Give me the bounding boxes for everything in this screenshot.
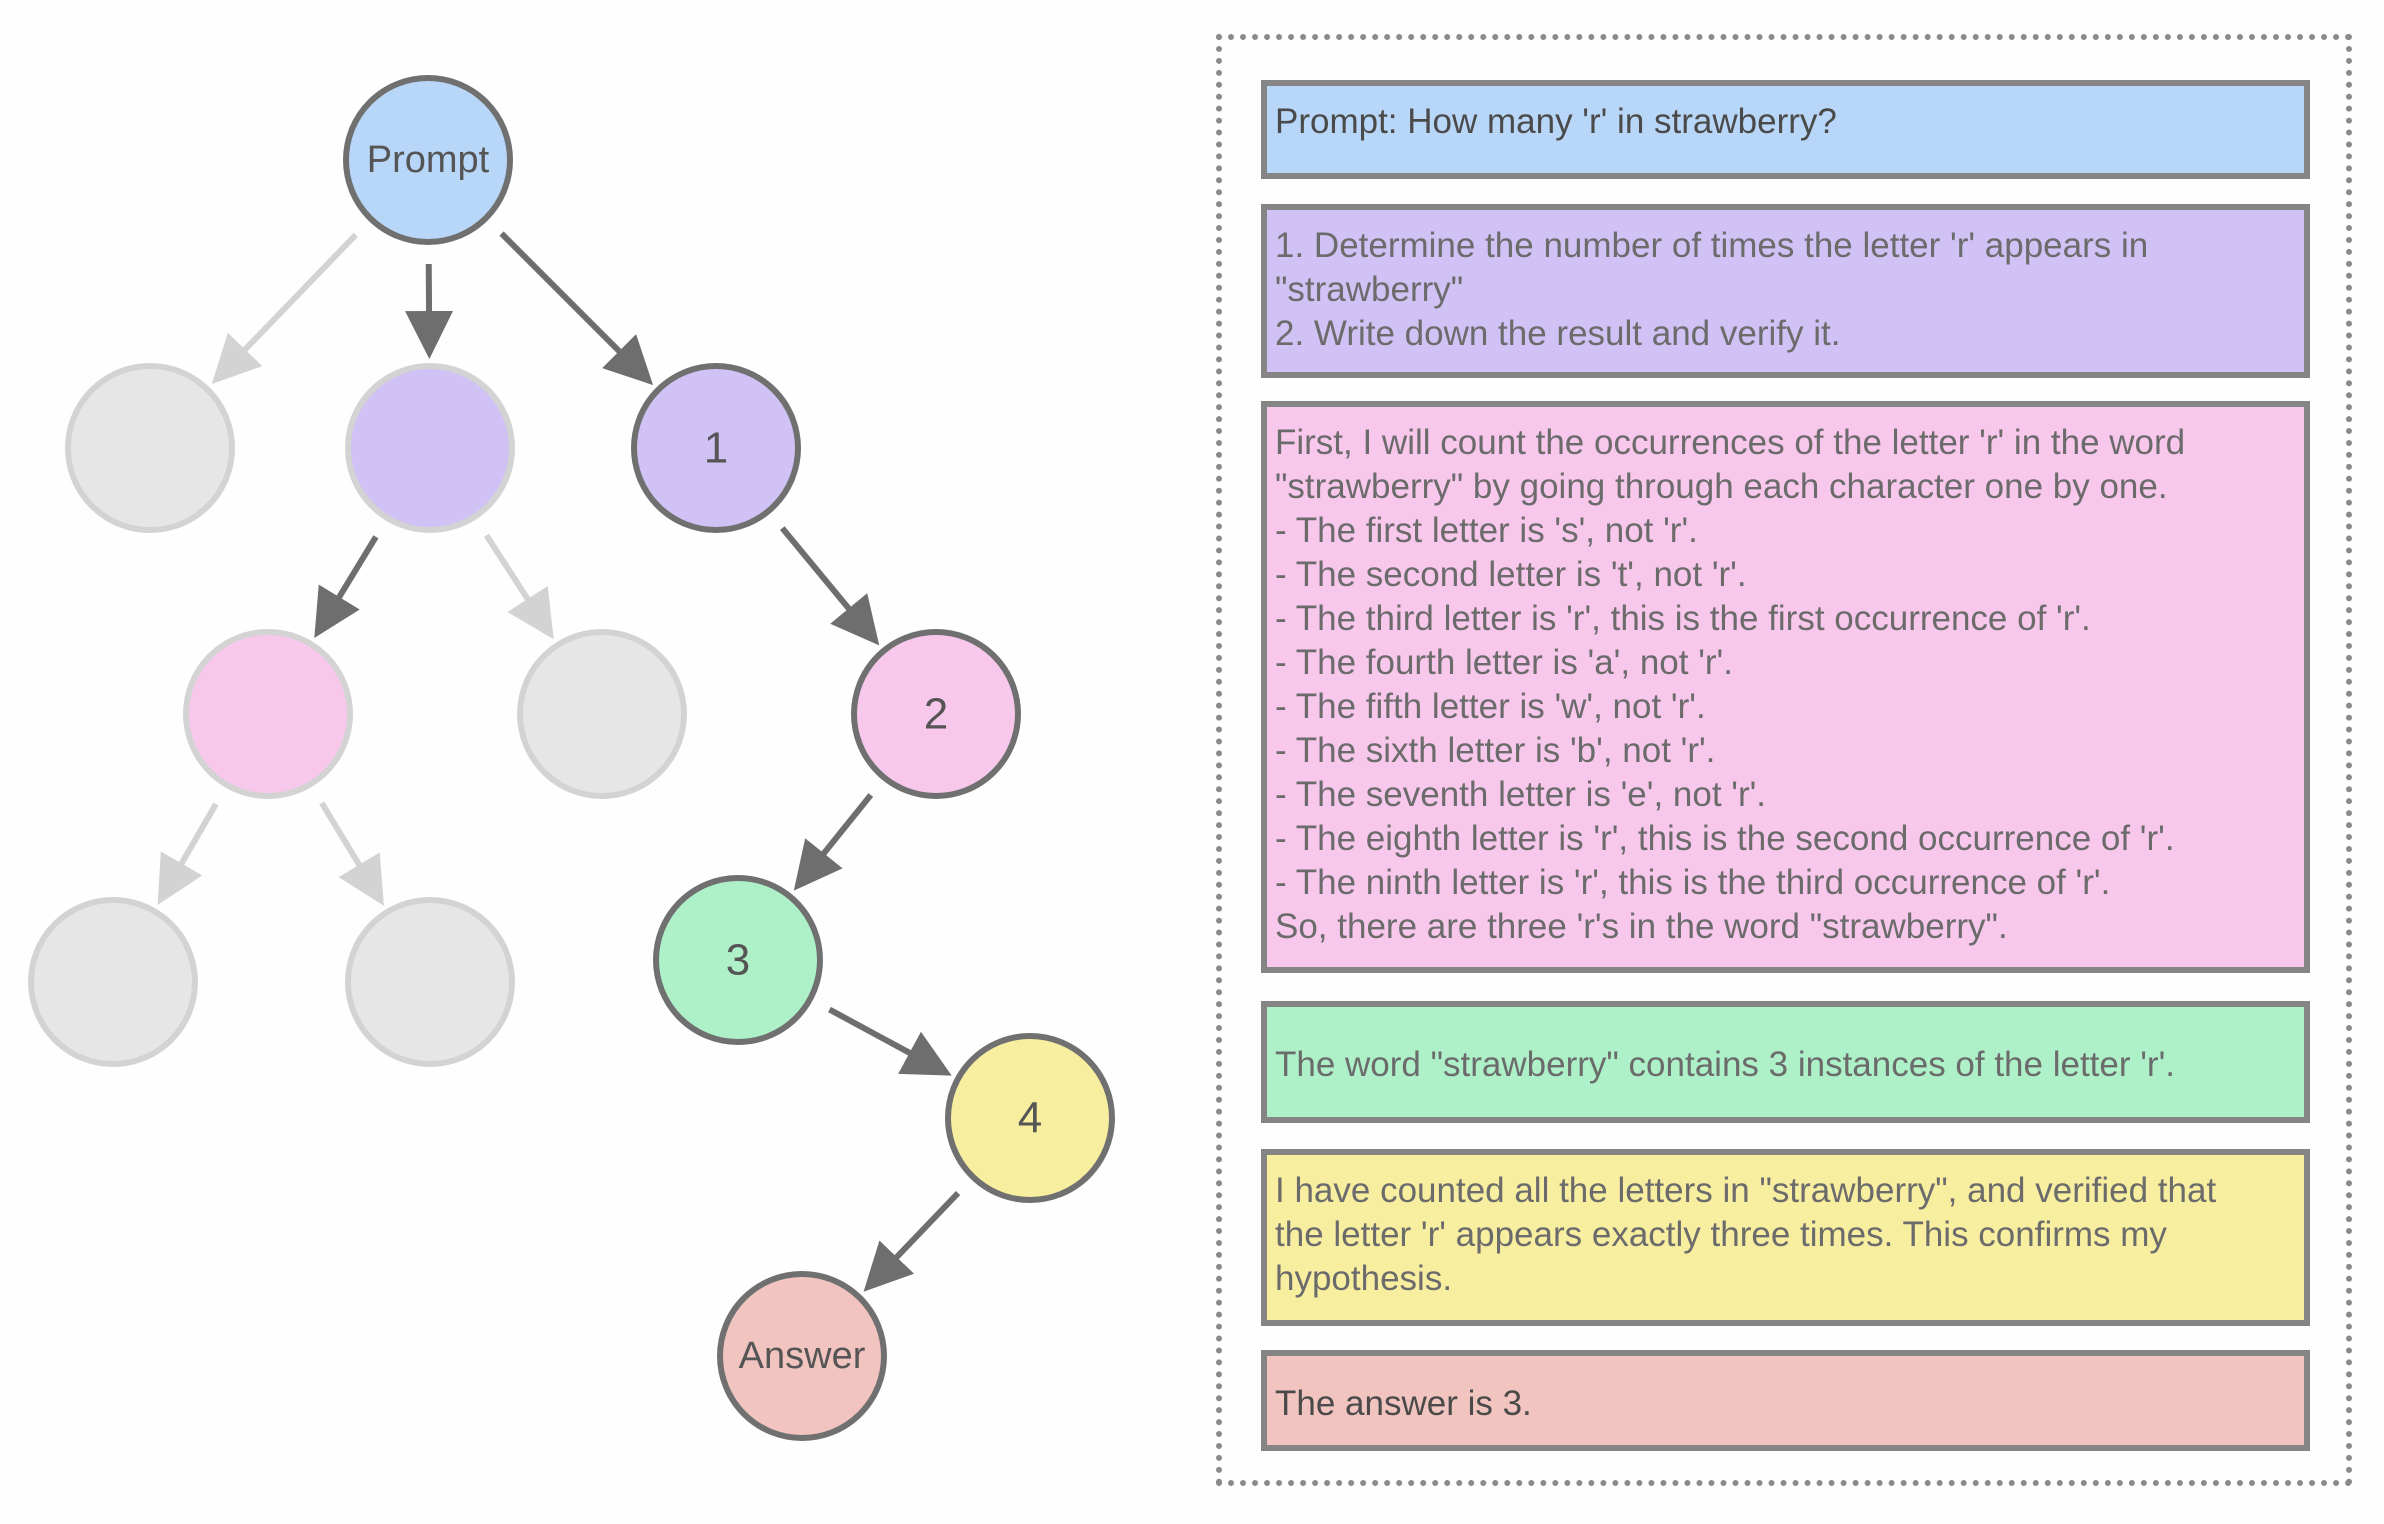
node-s1: 1 [631, 363, 801, 533]
node-s1-label: 1 [704, 424, 728, 473]
node-k1-circle [183, 629, 353, 799]
node-answer-label: Answer [739, 1335, 866, 1377]
node-k1 [183, 629, 353, 799]
step-result: The word "strawberry" contains 3 instanc… [1261, 1001, 2310, 1123]
step-plan: 1. Determine the number of times the let… [1261, 204, 2310, 378]
node-s4-label: 4 [1018, 1094, 1042, 1143]
node-p1 [345, 363, 515, 533]
edge-s2-to-s3 [793, 793, 874, 891]
edge-p1-to-k1 [314, 535, 379, 638]
reasoning-panel [1216, 34, 2352, 1486]
node-p1-circle [345, 363, 515, 533]
step-prompt: Prompt: How many 'r' in strawberry? [1261, 80, 2310, 179]
edge-s1-to-s2 [779, 526, 880, 646]
node-s3-circle [653, 875, 823, 1045]
node-s2-circle [851, 629, 1021, 799]
node-g3-circle [28, 897, 198, 1067]
node-s2-label: 2 [924, 690, 948, 739]
node-g4-circle [345, 897, 515, 1067]
edge-k1-to-g3 [157, 802, 219, 905]
node-g1 [65, 363, 235, 533]
node-answer-circle [717, 1271, 887, 1441]
node-s4-circle [945, 1033, 1115, 1203]
node-s1-circle [631, 363, 801, 533]
edge-k1-to-g4 [319, 801, 384, 906]
node-g2 [517, 629, 687, 799]
node-prompt: Prompt [343, 75, 513, 245]
node-s2: 2 [851, 629, 1021, 799]
edge-s3-to-s4 [828, 1006, 952, 1076]
node-s3-label: 3 [726, 936, 750, 985]
node-g2-circle [517, 629, 687, 799]
edge-s4-to-answer [863, 1191, 961, 1292]
node-g1-circle [65, 363, 235, 533]
node-s4: 4 [945, 1033, 1115, 1203]
node-prompt-label: Prompt [367, 139, 490, 181]
node-prompt-circle [343, 75, 513, 245]
node-s3: 3 [653, 875, 823, 1045]
edge-prompt-to-g1 [211, 232, 358, 384]
node-g3 [28, 897, 198, 1067]
step-reasoning: First, I will count the occurrences of t… [1261, 401, 2310, 973]
edge-p1-to-g2 [483, 533, 554, 640]
node-g4 [345, 897, 515, 1067]
edge-prompt-to-s1 [499, 231, 654, 386]
edge-prompt-to-p1 [405, 263, 454, 360]
step-answer: The answer is 3. [1261, 1350, 2310, 1451]
node-answer: Answer [717, 1271, 887, 1441]
step-verify: I have counted all the letters in "straw… [1261, 1149, 2310, 1326]
